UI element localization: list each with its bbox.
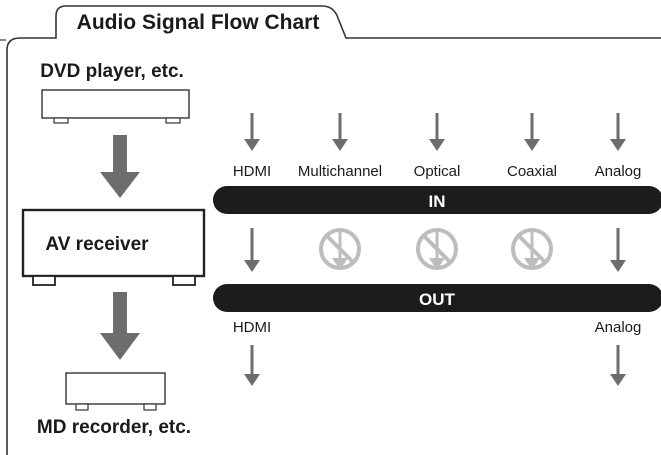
through-arrow [610, 228, 626, 272]
input-arrow [244, 113, 260, 151]
diagram-title: Audio Signal Flow Chart [77, 11, 320, 34]
prohibited-icon [511, 228, 553, 270]
diagram-frame [6, 5, 661, 455]
output-label: HDMI [233, 319, 271, 336]
signal-column: Coaxial [507, 113, 557, 270]
blocked-arrow [429, 232, 445, 270]
input-bar [213, 186, 661, 214]
input-arrow [524, 113, 540, 151]
through-arrow [244, 228, 260, 272]
blocked-arrow [332, 232, 348, 270]
destination-device-label: MD recorder, etc. [37, 417, 191, 438]
output-label: Analog [595, 319, 642, 336]
prohibited-icon [319, 228, 361, 270]
source-to-receiver-arrow [100, 135, 140, 198]
source-device-label: DVD player, etc. [40, 61, 184, 82]
prohibited-icon [416, 228, 458, 270]
input-arrow [429, 113, 445, 151]
output-bar-label: OUT [419, 290, 456, 309]
output-arrow [244, 345, 260, 386]
input-label: Coaxial [507, 163, 557, 180]
output-bar [213, 284, 661, 312]
output-arrow [610, 345, 626, 386]
av-receiver-box [21, 208, 206, 286]
input-arrow [332, 113, 348, 151]
md-recorder-icon [65, 372, 166, 411]
input-arrow [610, 113, 626, 151]
input-label: Analog [595, 163, 642, 180]
dvd-player-icon [41, 89, 190, 124]
signal-column: Optical [414, 113, 461, 270]
blocked-arrow [524, 232, 540, 270]
signal-column: Multichannel [298, 113, 382, 270]
input-label: Optical [414, 163, 461, 180]
receiver-label: AV receiver [45, 234, 149, 255]
receiver-to-destination-arrow [100, 292, 140, 360]
input-label: HDMI [233, 163, 271, 180]
signal-column: HDMI HDMI [233, 113, 271, 386]
input-bar-label: IN [429, 192, 446, 211]
input-label: Multichannel [298, 163, 382, 180]
